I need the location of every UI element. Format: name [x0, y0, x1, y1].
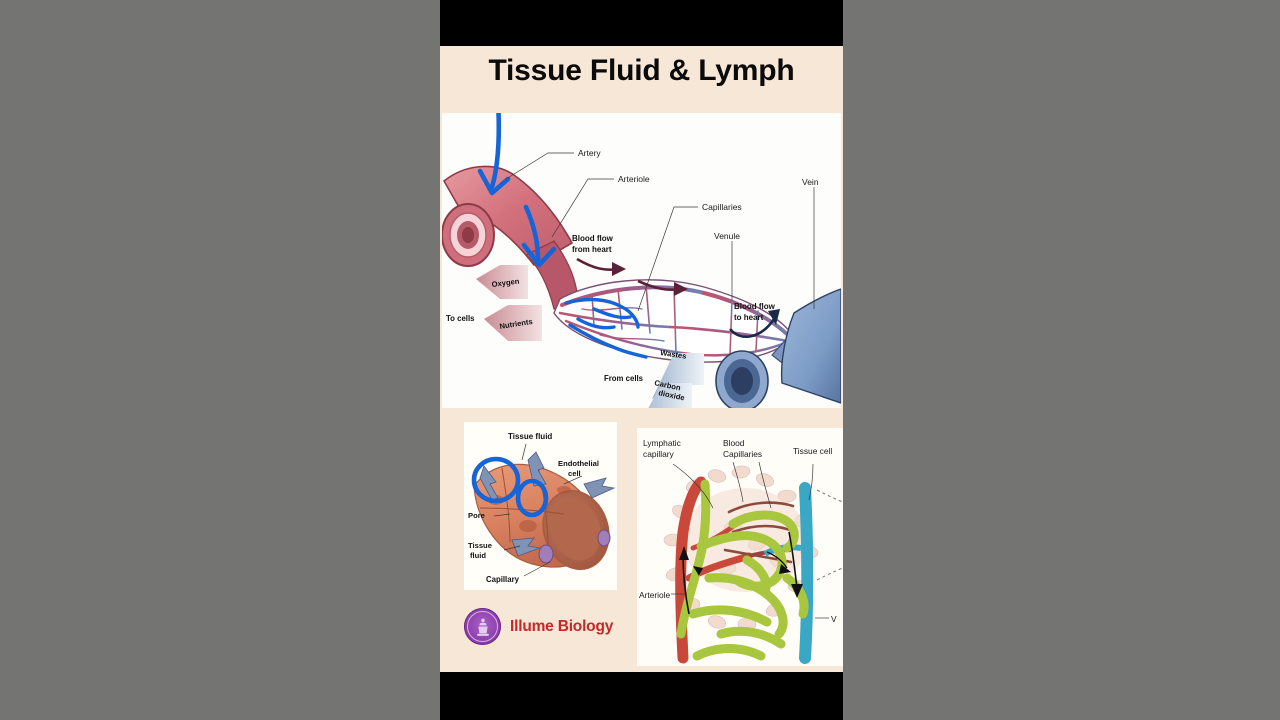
- svg-text:cell: cell: [568, 469, 581, 478]
- svg-text:Tissue fluid: Tissue fluid: [508, 432, 552, 441]
- svg-text:Pore: Pore: [468, 511, 485, 520]
- svg-text:Tissue: Tissue: [468, 541, 492, 550]
- lymph-network-svg: Lymphatic capillary Blood Capillaries Ti…: [637, 428, 843, 666]
- svg-text:Tissue cell: Tissue cell: [793, 446, 832, 456]
- panel-lymph-network: Lymphatic capillary Blood Capillaries Ti…: [637, 428, 843, 666]
- letterbox-top: [440, 0, 843, 46]
- svg-text:from heart: from heart: [572, 245, 612, 254]
- svg-text:Endothelial: Endothelial: [558, 459, 599, 468]
- page-title: Tissue Fluid & Lymph: [488, 54, 795, 87]
- svg-text:From cells: From cells: [604, 374, 644, 383]
- svg-text:Blood: Blood: [723, 438, 745, 448]
- capillary-pore-svg: Tissue fluid Endothelial cell Pore Tissu…: [464, 422, 617, 590]
- pen-annotation-capillaries: [564, 297, 648, 359]
- svg-text:Arteriole: Arteriole: [639, 590, 671, 600]
- svg-text:Blood flow: Blood flow: [572, 234, 614, 243]
- svg-text:Capillaries: Capillaries: [723, 449, 762, 459]
- channel-branding[interactable]: Illume Biology: [464, 608, 613, 645]
- video-content-panel: Tissue Fluid & Lymph: [440, 46, 843, 672]
- svg-text:Wastes: Wastes: [660, 348, 687, 361]
- svg-text:Oxygen: Oxygen: [491, 277, 520, 289]
- svg-text:Arteriole: Arteriole: [618, 174, 650, 184]
- svg-text:To cells: To cells: [446, 314, 475, 323]
- svg-text:V: V: [831, 614, 837, 624]
- letterbox-bottom: [440, 672, 843, 720]
- channel-name: Illume Biology: [510, 617, 614, 635]
- sub-panels-row: Tissue fluid Endothelial cell Pore Tissu…: [440, 422, 843, 672]
- svg-text:to heart: to heart: [734, 313, 764, 322]
- svg-text:Capillary: Capillary: [486, 575, 520, 584]
- pen-annotation-artery: [477, 113, 557, 268]
- svg-text:Blood flow: Blood flow: [734, 302, 776, 311]
- lamp-badge-icon: [464, 608, 501, 645]
- main-diagram: Artery Arteriole Capillaries Venule Vein…: [442, 113, 841, 408]
- capillary-bed-svg: Artery Arteriole Capillaries Venule Vein…: [442, 113, 841, 408]
- svg-text:Vein: Vein: [802, 177, 819, 187]
- panel-capillary-pore: Tissue fluid Endothelial cell Pore Tissu…: [464, 422, 617, 590]
- svg-text:fluid: fluid: [470, 551, 486, 560]
- svg-text:Artery: Artery: [578, 148, 601, 158]
- svg-text:Venule: Venule: [714, 231, 740, 241]
- svg-text:Capillaries: Capillaries: [702, 202, 742, 212]
- svg-text:Lymphatic: Lymphatic: [643, 438, 681, 448]
- svg-text:capillary: capillary: [643, 449, 675, 459]
